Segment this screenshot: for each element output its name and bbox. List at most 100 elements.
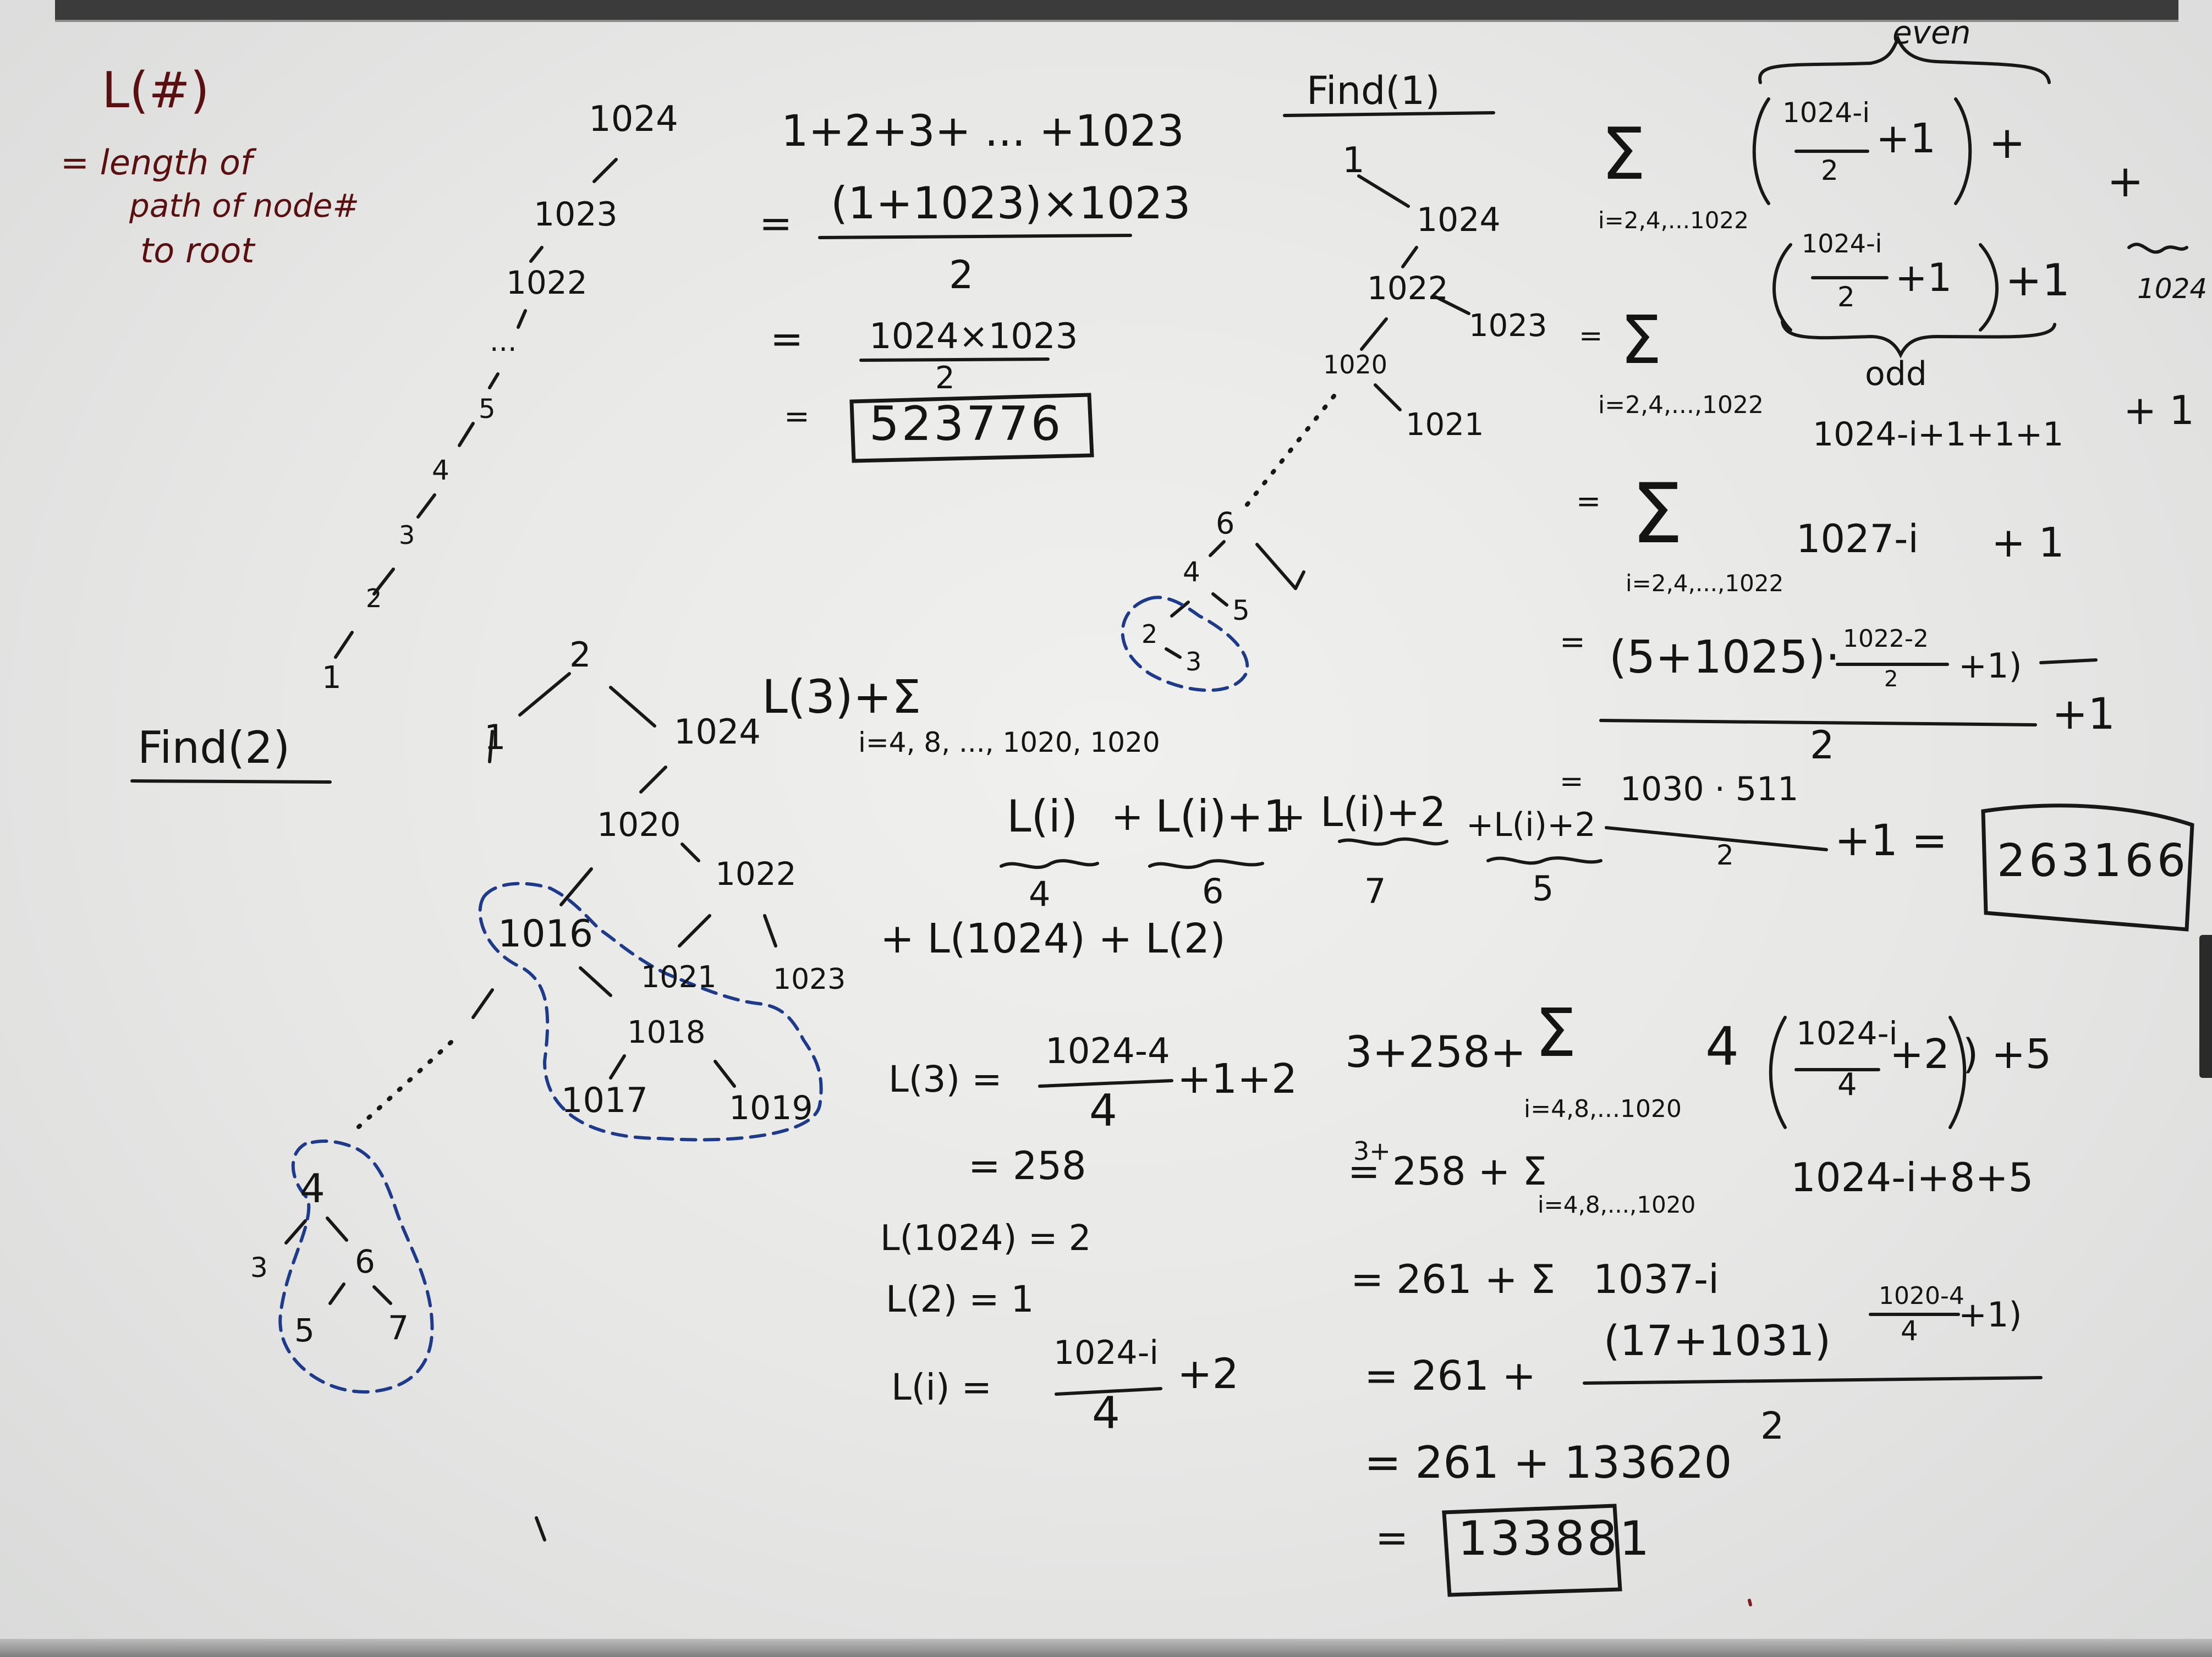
final-r2-range: i=4,8,...,1020 (1538, 1191, 1696, 1218)
row5-num: 1030 · 511 (1620, 770, 1799, 808)
chain-sum-num: (1+1023)×1023 (831, 178, 1191, 229)
plus: + (1989, 117, 2026, 168)
tree-sum-range: i=4, 8, ..., 1020, 1020 (858, 726, 1160, 758)
frac-bar (1038, 1079, 1173, 1088)
find1-edge (1211, 592, 1228, 607)
underbrace (1000, 859, 1099, 869)
final-r4-frac-bot: 4 (1901, 1315, 1918, 1347)
li-num: 1024-i (1053, 1334, 1159, 1372)
tree-edge (609, 686, 656, 728)
frac-after: +1 (2005, 255, 2070, 306)
find1-edge (1209, 540, 1226, 557)
final-r1-range: i=4,8,...1020 (1524, 1095, 1682, 1123)
stray-mark (1748, 1599, 1752, 1606)
frac-bar (1055, 1387, 1162, 1396)
frac-bar (2039, 658, 2098, 664)
tree-edge (559, 867, 593, 906)
tree-node: 3 (250, 1252, 268, 1284)
final-r4-num: (17+1031) (1604, 1316, 1831, 1365)
row4-frac-bot: 2 (1884, 667, 1898, 692)
paren (1752, 97, 1770, 205)
chain-sum-line1: 1+2+3+ ... +1023 (781, 107, 1184, 156)
find1-node: 1021 (1406, 407, 1484, 443)
chain-node: 1 (322, 660, 342, 696)
blue-dashed-group-4 (278, 1139, 434, 1394)
tree-node: 5 (294, 1312, 315, 1349)
paren (1979, 243, 1999, 332)
find1-dashed-group (1121, 596, 1249, 692)
final-result: 133881 (1458, 1511, 1652, 1566)
definition-title: L(#) (102, 62, 210, 119)
find2-heading: Find(2) (138, 722, 290, 773)
li-lhs: L(i) = (891, 1366, 992, 1408)
paren (1769, 1016, 1787, 1129)
sigma: Σ (1601, 112, 1646, 196)
final-r1-coef: 4 (1705, 1016, 1739, 1077)
lsum-term: L(i)+1 (1155, 791, 1292, 842)
paren (1954, 97, 1972, 205)
lsum-plus: + (1111, 794, 1144, 839)
underbrace (1486, 856, 1602, 865)
final-r2-head: = 258 + Σ (1348, 1149, 1547, 1194)
paren (1948, 1016, 1967, 1129)
chain-edge (334, 631, 354, 659)
lsum-tail: + L(1024) + L(2) (880, 915, 1226, 962)
tree-node: 1023 (773, 963, 846, 996)
tree-edge (372, 1285, 392, 1305)
final-r1-tail: +2 ) +5 (1890, 1031, 2052, 1078)
final-r6-eq: = (1375, 1515, 1409, 1561)
lsum-term: L(i)+2 (1320, 789, 1446, 836)
tree-node: 1020 (597, 806, 681, 844)
tree-node: 1 (484, 717, 506, 757)
find1-edge (1401, 246, 1418, 268)
sigma-range: i=2,4,...1022 (1598, 207, 1749, 234)
sigma: Σ (1620, 302, 1662, 379)
final-r5: = 261 + 133620 (1364, 1437, 1732, 1488)
tree-edge (713, 1060, 736, 1088)
chain-node: 5 (479, 394, 496, 425)
final-r4-frac-top: 1020-4 (1879, 1282, 1964, 1310)
find1-node: 1024 (1417, 201, 1501, 239)
tree-edge (639, 766, 667, 794)
tree-edge (328, 1282, 345, 1305)
chain-sum-den: 2 (949, 252, 974, 298)
find1-node: 1022 (1367, 269, 1448, 307)
final-r2-expr: 1024-i+8+5 (1791, 1154, 2034, 1201)
find1-heading: Find(1) (1307, 68, 1440, 113)
chain-edge (488, 372, 500, 389)
definition-line-1: = length of (61, 142, 253, 183)
lsum-under: 6 (1202, 871, 1224, 911)
sigma: Σ (1535, 995, 1577, 1072)
find1-node: 3 (1185, 647, 1202, 676)
frac-bar (1583, 1376, 2043, 1385)
frac-bar (1605, 826, 1828, 851)
find2-underline (130, 779, 332, 784)
tree-edge (488, 730, 494, 763)
chain-sum-num2: 1024×1023 (869, 316, 1078, 357)
l1024-def: L(1024) = 2 (880, 1218, 1091, 1259)
row3-tail: + 1 (1991, 519, 2065, 566)
tree-node: 1018 (627, 1015, 706, 1050)
l3-tail: +1+2 (1177, 1055, 1298, 1103)
tree-edge (678, 914, 711, 948)
chain-node: 1023 (534, 195, 618, 234)
chain-frac-bar (859, 357, 1050, 362)
odd-brace (1781, 320, 2056, 359)
definition-line-2: path of node# (129, 187, 359, 224)
chain-edge (372, 568, 395, 596)
whiteboard-eraser-holder (2199, 935, 2212, 1078)
row5-tail: +1 = (1835, 816, 1948, 866)
sigma-range: i=2,4,...,1022 (1598, 391, 1764, 419)
final-r2-pre: 3+ (1353, 1136, 1391, 1166)
lsum-under: 5 (1532, 868, 1554, 909)
chain-node: 3 (399, 520, 415, 550)
equals: = (784, 399, 810, 434)
frac-num: 1024-i (1802, 229, 1882, 258)
side-plus: + (2107, 156, 2144, 207)
li-tail: +2 (1177, 1349, 1239, 1398)
find1-edge (1170, 601, 1190, 618)
equals: = (759, 200, 793, 246)
final-result-box (1442, 1504, 1622, 1597)
